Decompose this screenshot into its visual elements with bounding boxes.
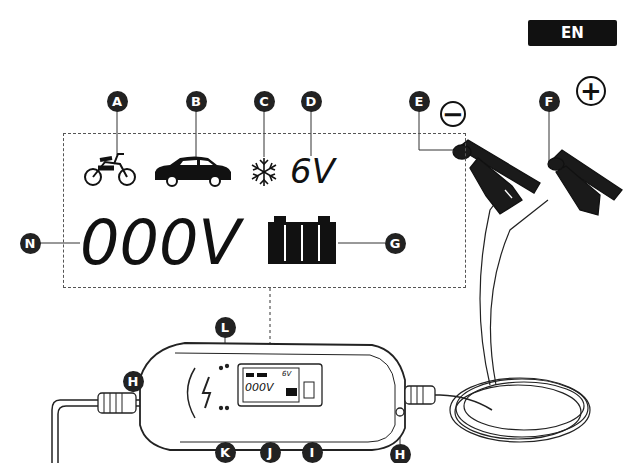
callout-letter: J — [260, 442, 281, 463]
callout-letter: K — [215, 442, 236, 463]
language-badge: EN — [528, 20, 617, 46]
polarity-symbol: − — [440, 101, 466, 127]
polarity-symbol: + — [576, 76, 606, 106]
voltage-reading: 000V — [80, 212, 241, 274]
callout-letter: L — [215, 317, 236, 338]
voltage-reading: 000V — [245, 382, 274, 393]
callout-letter: H — [123, 371, 144, 392]
callout-letter: A — [107, 91, 128, 112]
display-detail: 6V 000V — [63, 133, 466, 288]
callout-letter: E — [409, 91, 430, 112]
label-text: G — [390, 236, 401, 251]
callout-letter: I — [302, 442, 323, 463]
callout-letter: H — [390, 444, 411, 463]
label-text: K — [220, 445, 230, 460]
label-text: J — [268, 445, 273, 460]
callout-letter: B — [186, 91, 207, 112]
charger-display: 6V 000V — [243, 368, 299, 402]
label-text: D — [306, 94, 317, 109]
label-text: H — [395, 447, 406, 462]
callout-letter: F — [539, 91, 560, 112]
label-text: H — [128, 374, 139, 389]
label-text: C — [259, 94, 269, 109]
label-text: A — [112, 94, 122, 109]
callout-letter: C — [254, 91, 275, 112]
label-text: + — [580, 78, 602, 104]
callout-letter: N — [20, 233, 41, 254]
callout-letter: G — [385, 233, 406, 254]
label-text: L — [221, 320, 229, 335]
voltage-mode: 6V — [290, 154, 335, 188]
voltage-mode: 6V — [282, 371, 291, 378]
label-text: B — [191, 94, 201, 109]
label-text: EN — [561, 24, 584, 42]
label-text: − — [442, 101, 464, 127]
label-text: I — [310, 445, 315, 460]
callout-letter: D — [301, 91, 322, 112]
label-text: F — [545, 94, 554, 109]
label-text: E — [415, 94, 424, 109]
label-text: N — [25, 236, 36, 251]
